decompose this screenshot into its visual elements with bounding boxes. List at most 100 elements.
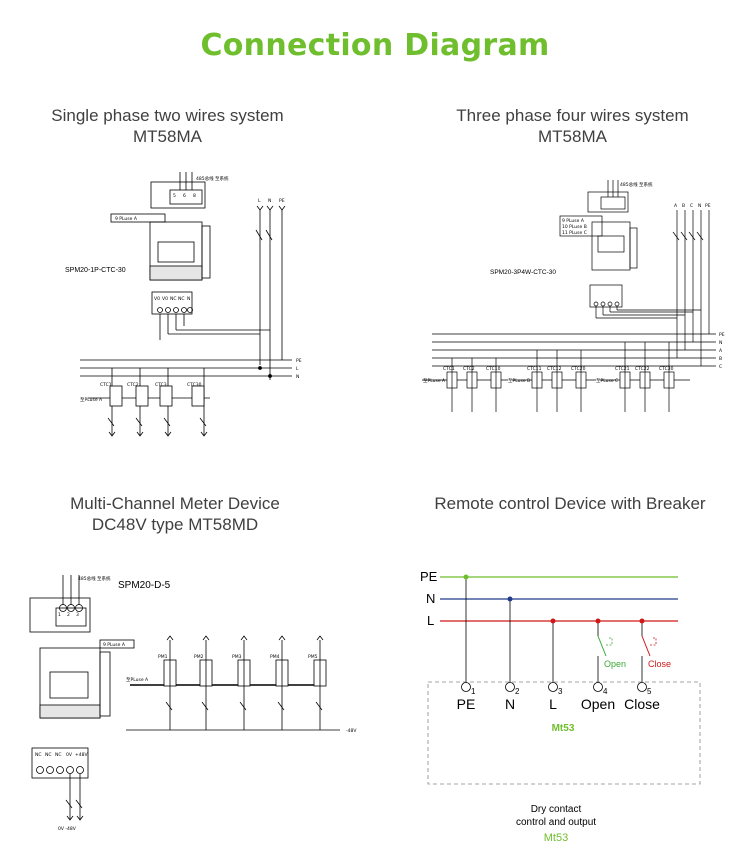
three-phase-rail: C [719, 364, 722, 370]
caption-line1: Dry contact [531, 804, 582, 815]
rs485-terminal: 1 [58, 612, 61, 618]
three-phase-pulse-short: 至PLuse B [508, 378, 530, 384]
pulse-label-box [110, 213, 166, 223]
three-phase-rail: N [719, 340, 722, 346]
rs485-label: 485总线 至系统 [196, 175, 229, 182]
single-phase-bus-pe: PE [279, 198, 285, 204]
rs485-label: 485总线 至系统 [78, 575, 111, 582]
rs485-terminal: 6 [183, 193, 186, 199]
ct-label: CTC30 [659, 366, 674, 372]
bottom-terminal: 0V [66, 752, 73, 758]
bottom-terminal: +48V [75, 752, 88, 758]
open-switch [597, 635, 607, 657]
rs485-label: 485总线 至系统 [620, 181, 653, 188]
terminal-l [548, 682, 558, 692]
terminal-pe [461, 682, 471, 692]
caption-line3: Mt53 [544, 832, 568, 844]
single-phase-rail-l: L [296, 366, 299, 372]
single-phase-rail-pe: PE [296, 358, 302, 364]
terminal-label-l: L [549, 696, 557, 712]
bottom-terminal: N [187, 296, 190, 302]
three-phase-title-line1: Three phase four wires system [456, 106, 689, 125]
three-phase-pulse-label: 11 PLuse C [562, 230, 587, 236]
three-phase-rail: B [719, 356, 722, 362]
ct-label: CTC1 [443, 366, 455, 372]
rail-label-n: N [426, 591, 435, 606]
three-phase-labels: SPM20-3P4W-CTC-30 9 PLuse A 10 PLuse B 1… [423, 181, 725, 384]
ct-label: CTC10 [486, 366, 501, 372]
three-phase-bus: A [674, 203, 678, 209]
n-junction [507, 596, 513, 602]
three-phase-pulse-short: 至PLuse A [423, 378, 446, 384]
ct-label: CTC22 [635, 366, 650, 372]
single-phase-pulse-label: 9 PLuse A [115, 216, 138, 222]
ct-label: CTC30 [187, 382, 202, 388]
bottom-terminal: NC [35, 752, 42, 758]
open-switch-label: Open [604, 659, 626, 669]
ct-label: CTC11 [527, 366, 542, 372]
three-phase-diagram [422, 180, 716, 412]
three-phase-title-line2: MT58MA [538, 127, 607, 146]
pm-label: PM4 [270, 654, 280, 660]
terminal-n [505, 682, 515, 692]
pm-label: PM2 [194, 654, 204, 660]
rs485-terminal: 8 [193, 193, 196, 199]
three-phase-bus: N [698, 203, 701, 209]
single-phase-bus-l: L [258, 198, 261, 204]
three-phase-bus: PE [705, 203, 711, 209]
ct-label: CTC3 [155, 382, 167, 388]
three-phase-pulse-label: 9 PLuse A [562, 218, 585, 224]
three-phase-bus: B [682, 203, 685, 209]
rs485-block [150, 181, 206, 209]
terminal-label-close: Close [624, 696, 660, 712]
close-switch [641, 635, 651, 657]
terminal-number: 4 [603, 687, 608, 696]
ct-label: CTC12 [547, 366, 562, 372]
pm-label: PM5 [308, 654, 318, 660]
l-junction [550, 618, 556, 624]
multi-channel-pulse-short: 至PLuse A [126, 677, 149, 683]
three-phase-rail: PE [719, 332, 725, 338]
three-phase-bus: C [690, 203, 693, 209]
ct-label: CTC20 [571, 366, 586, 372]
remote-control-diagram [427, 574, 701, 785]
bottom-terminal: V0 [162, 296, 168, 302]
single-phase-bus-n: N [268, 198, 271, 204]
multi-channel-diagram [29, 575, 340, 821]
rail-label-pe: PE [420, 569, 438, 584]
bottom-terminal: NC [178, 296, 185, 302]
pm-label: PM1 [158, 654, 168, 660]
three-phase-model: SPM20-3P4W-CTC-30 [490, 269, 556, 276]
terminal-number: 5 [647, 687, 652, 696]
terminal-open [593, 682, 603, 692]
single-phase-title-line1: Single phase two wires system [51, 106, 284, 125]
multi-channel-model: SPM20-D-5 [118, 580, 171, 591]
remote-control-labels: PE N L 1 2 3 4 5 PE N L Open Close Open … [420, 569, 671, 844]
multi-channel-title-line1: Multi-Channel Meter Device [70, 494, 280, 513]
terminal-close [637, 682, 647, 692]
three-phase-rail: A [719, 348, 723, 354]
panel-multi-channel-title: Multi-Channel Meter Device DC48V type MT… [20, 493, 330, 535]
terminal-label-n: N [505, 696, 515, 712]
three-phase-pulse-label: 10 PLuse B [562, 224, 587, 230]
pm-label: PM3 [232, 654, 242, 660]
bottom-terminal: V0 [154, 296, 160, 302]
ct-label: CTC1 [100, 382, 112, 388]
single-phase-model: SPM20-1P-CTC-30 [65, 267, 126, 274]
ct-label: CTC2 [463, 366, 475, 372]
ct-label: CTC2 [127, 382, 139, 388]
panel-single-phase-title: Single phase two wires system MT58MA [20, 105, 315, 147]
panel-three-phase-title: Three phase four wires system MT58MA [420, 105, 725, 147]
pe-junction [463, 574, 469, 580]
meter-display [157, 241, 195, 263]
ct-branches [88, 368, 210, 437]
multi-channel-pulse-label: 9 PLuse A [103, 642, 126, 648]
mt53-box [427, 681, 701, 785]
caption-line2: control and output [516, 817, 596, 828]
single-phase-rail-n: N [296, 374, 299, 380]
rs485-terminal: 2 [67, 612, 70, 618]
terminal-number: 3 [558, 687, 563, 696]
single-phase-pulse-short: 至PLuse A [80, 397, 103, 403]
remote-control-title: Remote control Device with Breaker [434, 494, 706, 513]
